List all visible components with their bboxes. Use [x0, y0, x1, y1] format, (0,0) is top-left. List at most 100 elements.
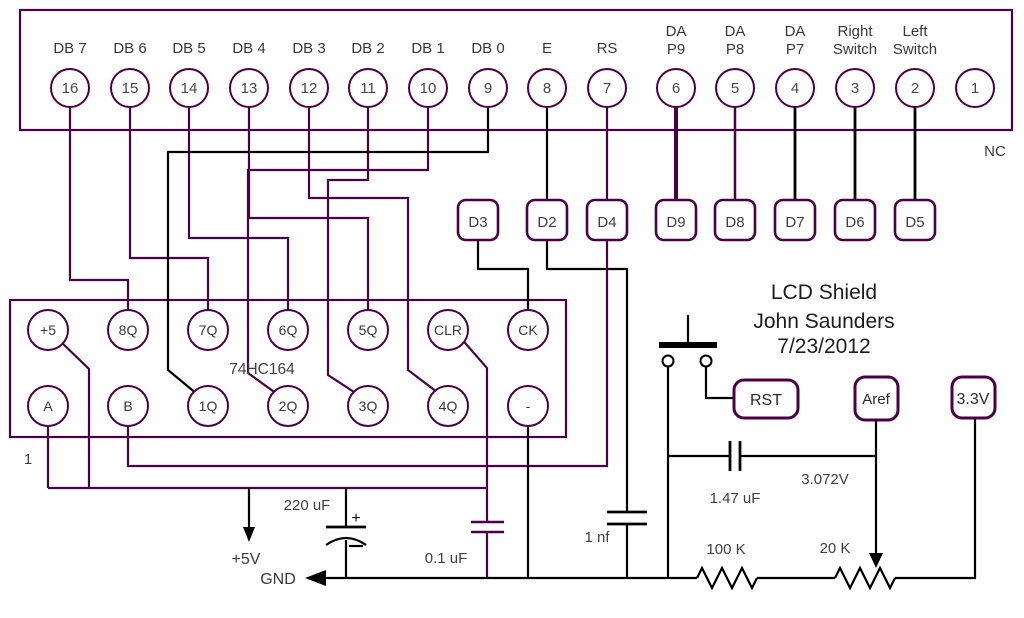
pin-label-left-switch-1: Left: [902, 23, 928, 40]
pin-number: 12: [301, 80, 318, 97]
chip-pin-label: 6Q: [279, 322, 298, 338]
chip-pin-clr: [427, 309, 469, 351]
pin-label-e: E: [542, 40, 552, 57]
pin-label-da-p7-1: DA: [785, 23, 806, 40]
chip-pin-label: +5: [40, 322, 56, 338]
v33-box: [950, 375, 997, 420]
wire-db0-to-1q: [166, 107, 490, 395]
chip-pin-label: 7Q: [199, 322, 218, 338]
pushbutton-terminal-left: [661, 354, 675, 368]
connector-pin-13: [229, 68, 269, 108]
chip-pin-b: [107, 385, 149, 427]
wire-db7-to-8q: [68, 107, 130, 316]
connector-pin-12: [289, 68, 329, 108]
pin-number: 7: [603, 80, 611, 97]
dbox-label-d8: D8: [725, 214, 744, 231]
pin-number: 16: [62, 80, 79, 97]
wire-db5-to-6q: [187, 107, 290, 316]
chip-pin-3q: [347, 385, 389, 427]
chip-pin-label: A: [43, 398, 53, 414]
dbox-d5: [893, 198, 937, 242]
chip-pin-8q: [107, 309, 149, 351]
lcd-connector: 16 15 14 13 12 11 10 9 8 7 6 5 4 3 2 1 D…: [50, 23, 1006, 160]
aref-voltage-label: 3.072V: [801, 471, 849, 488]
dbox-label-d3: D3: [468, 214, 487, 231]
cap-147-label: 1.47 uF: [710, 490, 761, 507]
pin-label-db6: DB 6: [113, 40, 146, 57]
pin-label-da-p8-2: P8: [726, 41, 744, 58]
pin-number: 15: [122, 80, 139, 97]
shift-register-74hc164: +5 8Q 7Q 6Q 5Q CLR CK A B 1Q 2Q 3Q 4Q - …: [24, 309, 549, 468]
pin-number: 10: [420, 80, 437, 97]
chip-pin-label: 8Q: [119, 322, 138, 338]
pin-number: 8: [543, 80, 551, 97]
connector-pin-4: [775, 68, 815, 108]
title-block: LCD Shield John Saunders 7/23/2012: [753, 281, 894, 358]
dbox-label-d6: D6: [845, 214, 864, 231]
connector-pin-14: [169, 68, 209, 108]
connector-pin-16: [50, 68, 90, 108]
title-line2: John Saunders: [753, 310, 894, 333]
chip-pin-label: B: [123, 398, 132, 414]
resistor-20k-label: 20 K: [820, 540, 851, 557]
resistor-100k-label: 100 K: [706, 541, 745, 558]
pushbutton-bar: [659, 342, 717, 348]
aref-box: [853, 375, 900, 422]
wire-plus5-pin-drop: [59, 340, 91, 488]
wire-clr-to-cap01: [458, 335, 489, 522]
chip-pin-5q: [347, 309, 389, 351]
chip-pin-1q: [187, 385, 229, 427]
chip-pin-ck: [507, 309, 549, 351]
rst-label: RST: [750, 392, 782, 409]
gnd-label: GND: [260, 571, 296, 588]
pin-label-da-p9-2: P9: [667, 41, 685, 58]
wire-db4-to-5q: [247, 107, 370, 316]
title-line3: 7/23/2012: [777, 335, 870, 358]
cap-220-label: 220 uF: [284, 497, 331, 514]
cap-220-plus-mark: +: [351, 510, 360, 527]
connector-pin-3: [835, 68, 875, 108]
wire-db2-to-3q: [326, 107, 370, 395]
pin-label-da-p7-2: P7: [786, 41, 804, 58]
connector-pin-5: [715, 68, 755, 108]
connector-pin-6: [656, 68, 696, 108]
dbox-d6: [833, 198, 877, 242]
chip-pin-label: 2Q: [279, 398, 298, 414]
cap-220-plate-curved: [325, 536, 367, 546]
aref-label: Aref: [862, 391, 890, 408]
wire-d4-to-b: [126, 240, 609, 468]
pin-label-left-switch-2: Switch: [893, 41, 937, 58]
pin-label-right-switch-2: Switch: [833, 41, 877, 58]
connector-pin-8: [527, 68, 567, 108]
nc-label: NC: [984, 143, 1006, 160]
pin-label-da-p8-1: DA: [725, 23, 746, 40]
connector-pin-11: [348, 68, 388, 108]
chip-pin-6q: [267, 309, 309, 351]
chip-pin-a: [27, 385, 69, 427]
wire-button-to-rst: [704, 367, 734, 400]
pin-number: 13: [241, 80, 258, 97]
wiring: [46, 107, 977, 591]
rail-5v-label: +5V: [232, 551, 261, 568]
arduino-pin-boxes: D3 D2 D4 D9 D8 D7 D6 D5: [456, 198, 937, 242]
rst-box: [732, 378, 800, 420]
chip-pin1-marker: 1: [24, 451, 32, 468]
pin-number: 5: [731, 80, 739, 97]
pin-number: 3: [851, 80, 859, 97]
wire-d3-to-ck: [476, 240, 530, 316]
pin-number: 9: [484, 80, 492, 97]
wire-d2-to-1nf: [545, 240, 629, 512]
dbox-d4: [585, 198, 629, 242]
pin-label-db7: DB 7: [53, 40, 86, 57]
v33-label: 3.3V: [957, 391, 990, 408]
connector-pin-10: [408, 68, 448, 108]
dbox-label-d2: D2: [537, 214, 556, 231]
pin-label-rs: RS: [597, 40, 618, 57]
cap-1nf-label: 1 nf: [584, 529, 610, 546]
pin-number: 11: [360, 80, 376, 97]
dbox-label-d4: D4: [597, 214, 616, 231]
arrow-plus5v-head: [243, 527, 255, 542]
chip-pin-plus5: [27, 309, 69, 351]
chip-part-number: 74HC164: [229, 361, 295, 378]
dbox-d9: [654, 198, 698, 242]
